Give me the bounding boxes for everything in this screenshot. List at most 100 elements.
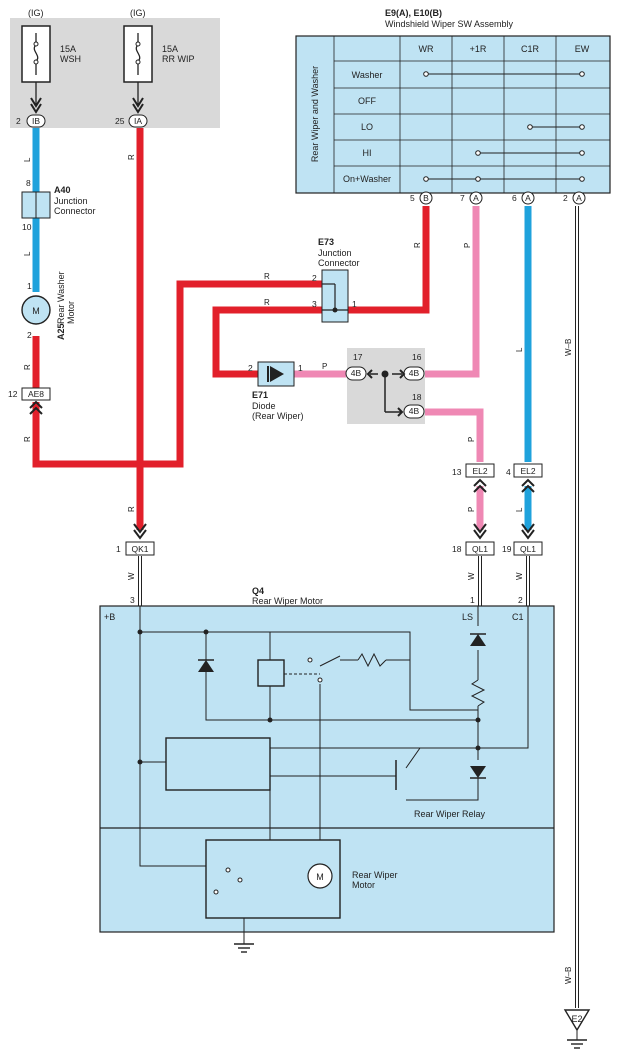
connector-ib-pin: 2 (16, 116, 21, 126)
label-r-2: R (23, 436, 32, 442)
label-p-2: P (463, 243, 472, 248)
junction-4b-label-16: 4B (409, 368, 420, 378)
switch-row-lo: LO (361, 122, 373, 132)
q4-term-b: +B (104, 612, 115, 622)
fuse-wsh: (IG) 15A WSH (21, 8, 81, 114)
connector-ql1-p: 18 QL1 (452, 523, 495, 556)
a25-pin-top: 1 (27, 281, 32, 291)
label-r-5: R (264, 272, 270, 281)
switch-pin-2a-conn: A (576, 193, 582, 203)
switch-pin-5b-num: 5 (410, 193, 415, 203)
label-wb-1: W–B (564, 339, 573, 356)
a40-pin-bottom: 10 (22, 222, 32, 232)
a25-name-2: Motor (66, 301, 76, 324)
switch-pin-6a-num: 6 (512, 193, 517, 203)
connector-ae8-pin: 12 (8, 389, 18, 399)
label-l-2: L (23, 251, 32, 256)
a25-pin-bottom: 2 (27, 330, 32, 340)
label-w-3: W (515, 572, 524, 580)
fuse-wsh-source: (IG) (28, 8, 44, 18)
connector-el2-l-pin: 4 (506, 467, 511, 477)
connector-ib: 2 IB (16, 114, 46, 128)
label-w-1: W (127, 572, 136, 580)
connector-ae8-label: AE8 (28, 389, 44, 399)
switch-connection-washer (423, 71, 585, 77)
switch-connection-lo (527, 124, 585, 130)
switch-pin-5b-conn: B (423, 193, 429, 203)
q4-term-ls: LS (462, 612, 473, 622)
a40-junction-connector: 8 10 A40 Junction Connector (21, 178, 96, 232)
connector-el2-l: 4 EL2 (506, 463, 543, 493)
switch-row-washer: Washer (352, 70, 383, 80)
a40-name-1: Junction (54, 196, 88, 206)
ground-e2: E2 (563, 1009, 591, 1049)
e73-pin-1: 1 (352, 299, 357, 309)
switch-id: E9(A), E10(B) (385, 8, 442, 18)
connector-qk1-label: QK1 (131, 544, 148, 554)
label-r-1: R (23, 364, 32, 370)
connector-el2-p-pin: 13 (452, 467, 462, 477)
connector-ql1-l: 19 QL1 (502, 523, 543, 556)
a40-name-2: Connector (54, 206, 96, 216)
label-w-2: W (467, 572, 476, 580)
switch-pin-2a: 2 A (563, 191, 586, 205)
fuse-wsh-rating: 15A (60, 44, 76, 54)
switch-pin-5b: 5 B (410, 191, 433, 205)
label-r-3: R (127, 154, 136, 160)
a40-id: A40 (54, 185, 71, 195)
connector-ql1-p-label: QL1 (472, 544, 488, 554)
q4-term-c1: C1 (512, 612, 524, 622)
a40-pin-top: 8 (26, 178, 31, 188)
e73-name-2: Connector (318, 258, 360, 268)
fuse-rr-wip-name: RR WIP (162, 54, 195, 64)
e73-pin-3: 3 (312, 299, 317, 309)
connector-el2-p: 13 EL2 (452, 463, 495, 493)
e71-name-2: (Rear Wiper) (252, 411, 304, 421)
q4-motor-label-1: Rear Wiper (352, 870, 398, 880)
q4-pin-3: 3 (130, 595, 135, 605)
wire-p-4b-sw (424, 206, 480, 378)
switch-pin-2a-num: 2 (563, 193, 568, 203)
q4-title: Rear Wiper Motor (252, 596, 323, 606)
a25-name-1: Rear Washer (56, 271, 66, 324)
junction-4b-label-18: 4B (409, 406, 420, 416)
label-l-3: L (515, 347, 524, 352)
e71-pin-1: 1 (298, 363, 303, 373)
connector-ia-pin: 25 (115, 116, 125, 126)
ground-e2-label: E2 (571, 1014, 582, 1024)
wire-w-set (138, 556, 530, 606)
e71-diode: 2 1 E71 Diode (Rear Wiper) (248, 361, 304, 421)
a25-symbol: M (32, 306, 40, 316)
q4-pin-2: 2 (518, 595, 523, 605)
switch-row-on-washer: On+Washer (343, 174, 391, 184)
switch-pin-7a: 7 A (460, 191, 483, 205)
switch-connection-hi (475, 150, 585, 156)
switch-pin-6a: 6 A (512, 191, 535, 205)
connector-ql1-l-label: QL1 (520, 544, 536, 554)
label-p-1: P (322, 362, 327, 371)
junction-4b-label-17: 4B (351, 368, 362, 378)
switch-title: Windshield Wiper SW Assembly (385, 19, 514, 29)
e73-name-1: Junction (318, 248, 352, 258)
fuse-rr-wip-rating: 15A (162, 44, 178, 54)
junction-4b-pin-16: 16 (412, 352, 422, 362)
e71-pin-2: 2 (248, 363, 253, 373)
connector-ql1-l-pin: 19 (502, 544, 512, 554)
e73-junction-connector: E73 Junction Connector 2 3 1 (312, 237, 360, 323)
switch-col-1r: +1R (470, 44, 487, 54)
switch-row-header: Rear Wiper and Washer (310, 66, 320, 162)
q4-motor-symbol: M (316, 872, 324, 882)
fuse-rr-wip: (IG) 15A RR WIP (123, 8, 195, 114)
wire-r-e73-diode (212, 306, 322, 378)
ground-symbol-motor (234, 936, 254, 953)
q4-id: Q4 (252, 586, 264, 596)
wire-color-labels: L L R R R R R R R P P P P L L W–B W–B W … (23, 154, 573, 984)
switch-pin-7a-num: 7 (460, 193, 465, 203)
switch-pin-7a-conn: A (473, 193, 479, 203)
a25-rear-washer-motor: 1 M 2 A25 Rear Washer Motor (21, 271, 76, 340)
label-r-6: R (264, 298, 270, 307)
connector-qk1: 1 QK1 (116, 523, 155, 556)
connector-ae8: 12 AE8 (8, 387, 51, 415)
label-wb-2: W–B (564, 967, 573, 984)
